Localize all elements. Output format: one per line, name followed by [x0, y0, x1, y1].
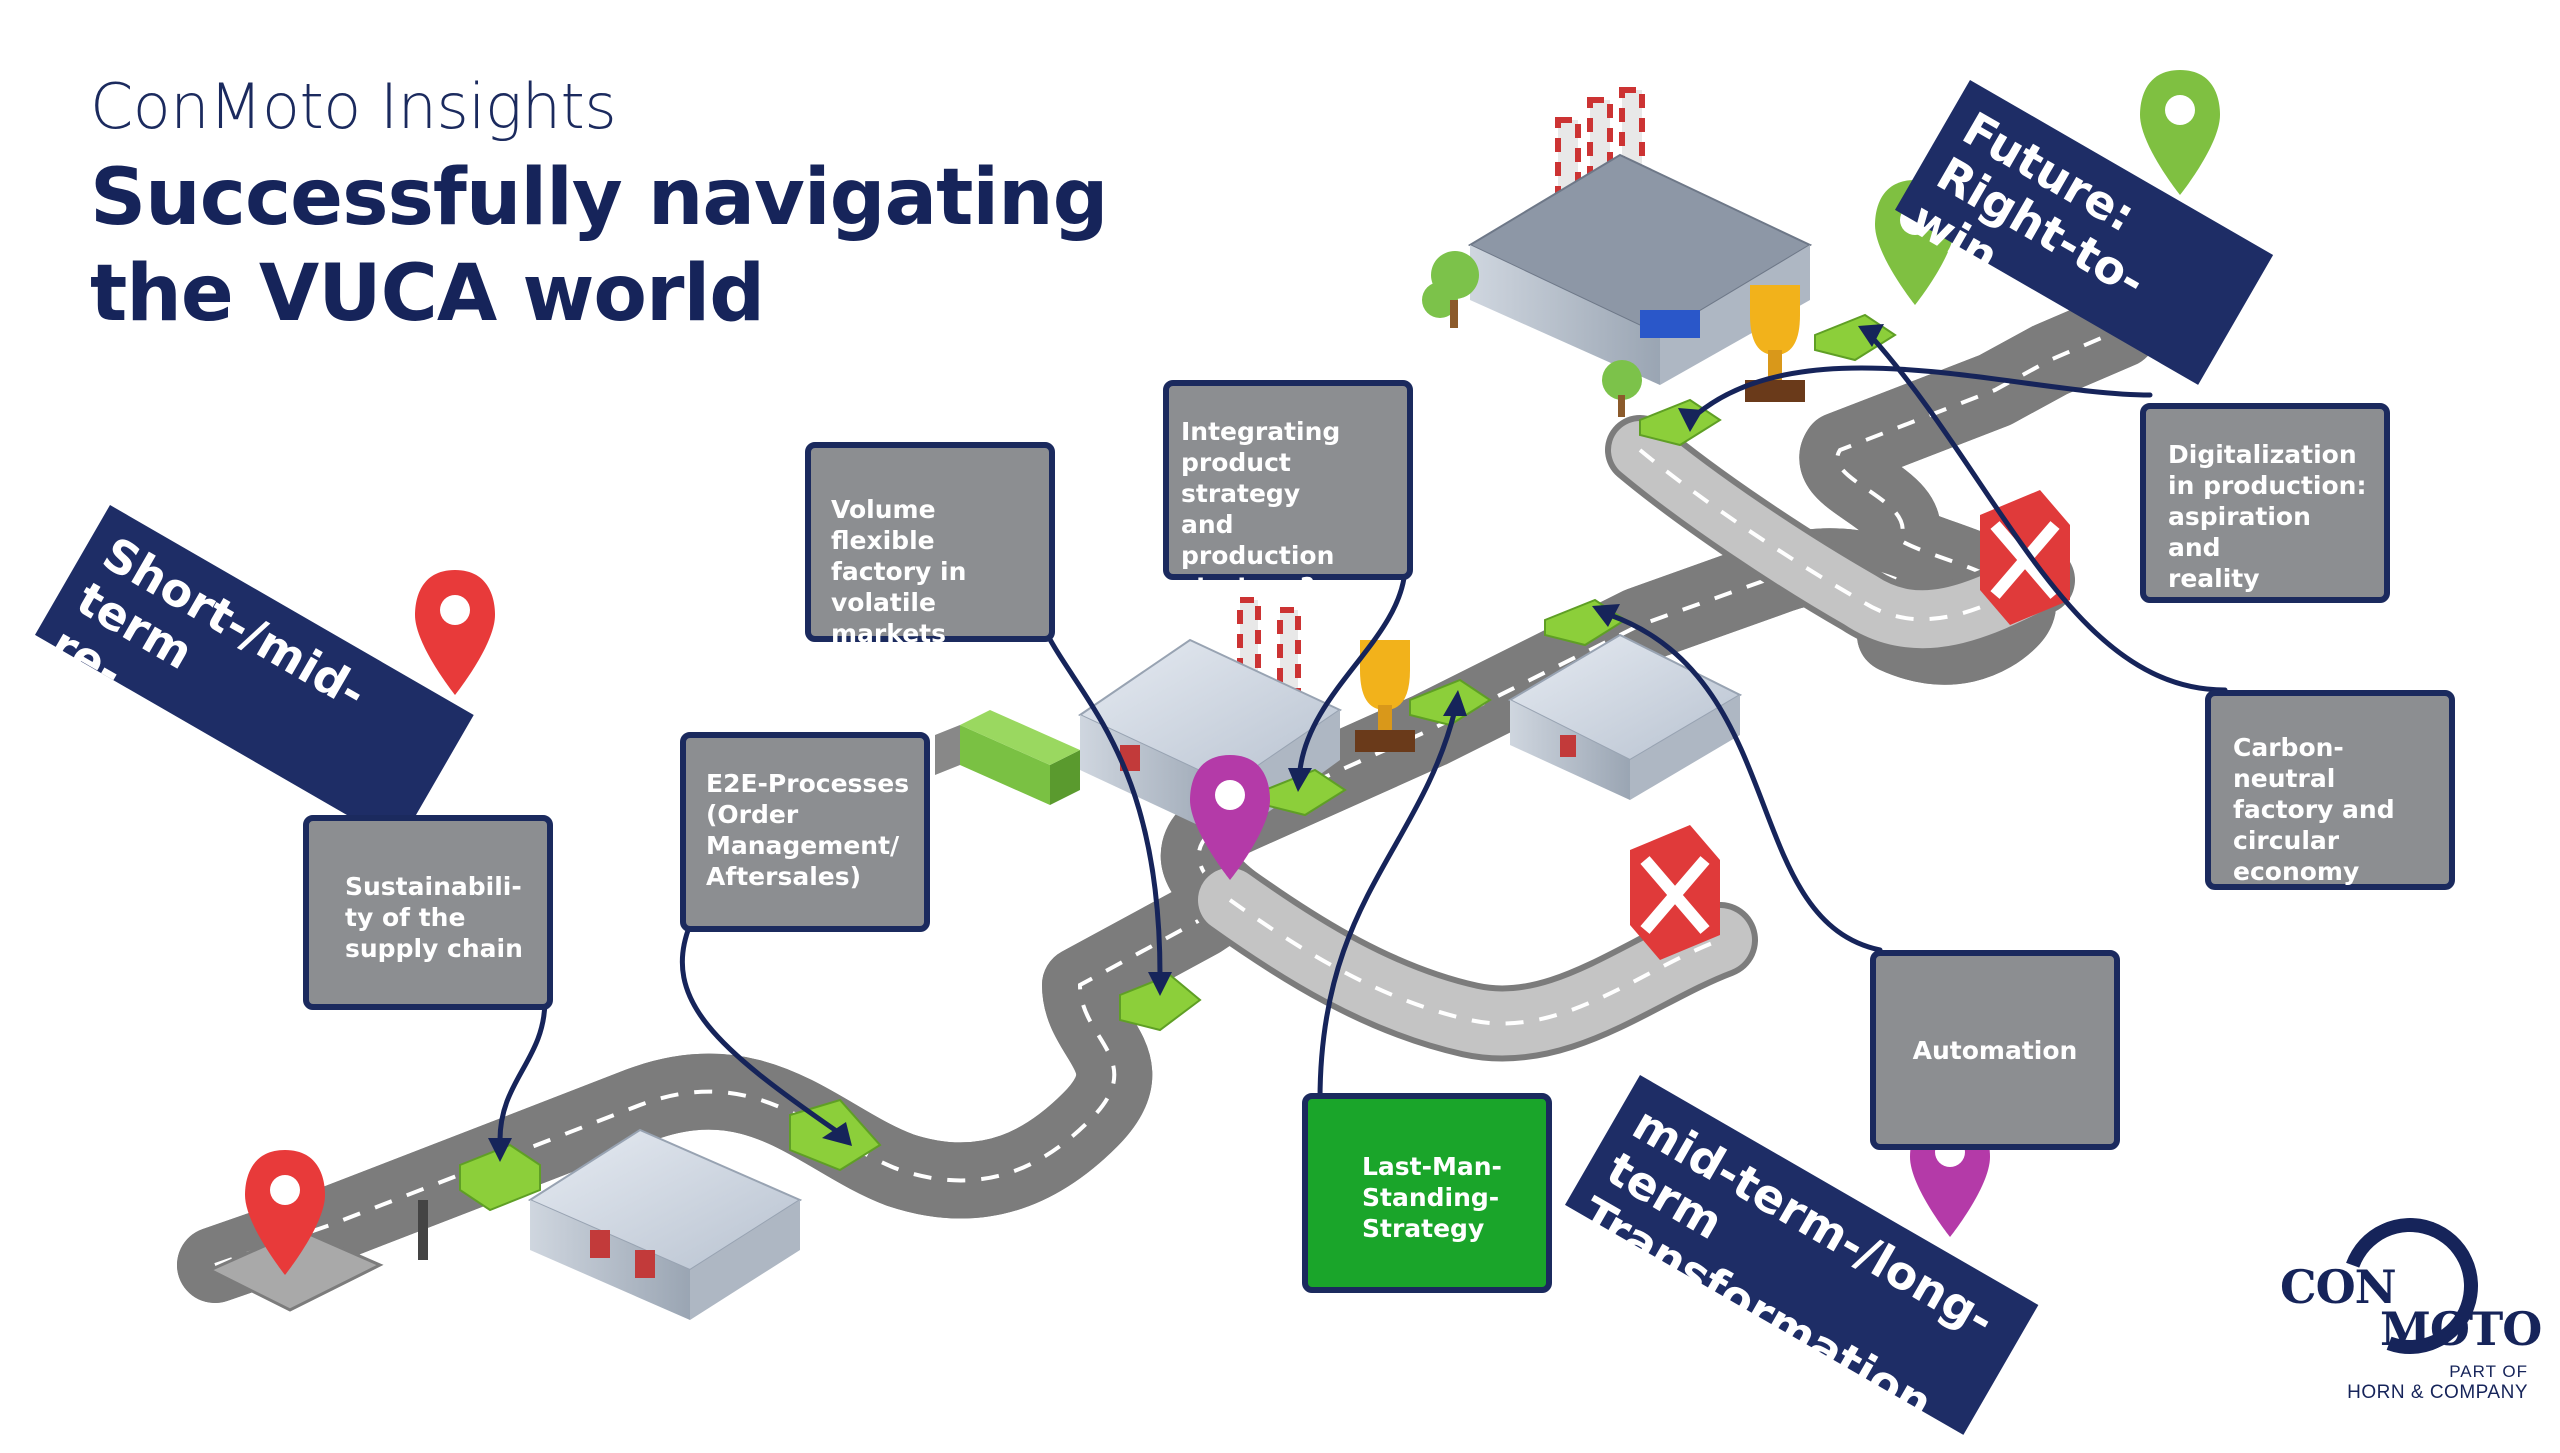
box-line: Sustainabili-	[345, 872, 522, 901]
box-integrating-strategy: Integrating product strategy and product…	[1163, 380, 1413, 601]
box-line: strategy?	[1181, 572, 1315, 601]
box-line: reality	[2168, 564, 2260, 593]
box-last-man-standing: Last-Man- Standing- Strategy	[1302, 1093, 1552, 1293]
logo-part-of: PART OF	[2449, 1362, 2528, 1381]
box-line: Strategy	[1362, 1214, 1485, 1243]
pin-red-start	[245, 1150, 325, 1275]
box-line: product strategy	[1181, 448, 1301, 508]
pin-red-short-term	[415, 570, 495, 695]
trophy-future	[1745, 285, 1805, 402]
logo-company: HORN & COMPANY	[2347, 1382, 2528, 1403]
box-line: in production:	[2168, 471, 2367, 500]
box-sustainability: Sustainabili- ty of the supply chain	[303, 815, 553, 1010]
header-subtitle: ConMoto Insights	[90, 70, 617, 143]
box-line: Integrating	[1181, 417, 1341, 446]
box-line: factory and	[2233, 795, 2395, 824]
box-line: Standing-	[1362, 1183, 1500, 1212]
box-line: Carbon-neutral	[2233, 733, 2344, 793]
box-line: volatile markets	[831, 588, 946, 648]
conmoto-logo: CON MOTO PART OF HORN & COMPANY	[2280, 1195, 2542, 1410]
box-line: Management/	[706, 831, 900, 860]
box-line: and production	[1181, 510, 1335, 570]
box-carbon-neutral: Carbon-neutral factory and circular econ…	[2205, 690, 2455, 890]
truck	[935, 710, 1080, 805]
title-line-1: Successfully navigating	[90, 153, 1108, 243]
box-line: supply chain	[345, 934, 523, 963]
box-volume-flexible: Volume flexible factory in volatile mark…	[805, 442, 1055, 648]
title-line-2: the VUCA world	[90, 249, 765, 339]
box-line: Last-Man-	[1362, 1152, 1502, 1181]
connector-arrowheads	[488, 324, 1884, 1162]
box-line: Digitalization	[2168, 440, 2357, 469]
box-line: ty of the	[345, 903, 466, 932]
header-title: Successfully navigating the VUCA world	[90, 150, 1190, 342]
box-line: factory in	[831, 557, 967, 586]
box-line: Aftersales)	[706, 862, 862, 891]
box-line: Automation	[1912, 1035, 2078, 1065]
box-line: economy	[2233, 857, 2360, 886]
logo-con: CON	[2280, 1260, 2397, 1314]
box-line: aspiration and	[2168, 502, 2311, 562]
box-line: Volume flexible	[831, 495, 936, 555]
connector-arrows	[497, 332, 2228, 1143]
box-digitalization: Digitalization in production: aspiration…	[2140, 403, 2390, 603]
logo-moto: MOTO	[2380, 1302, 2542, 1356]
trees	[1422, 251, 1642, 417]
trophy-middle	[1355, 640, 1415, 752]
box-e2e-processes: E2E-Processes (Order Management/ Aftersa…	[680, 732, 930, 932]
pin-magenta-middle	[1190, 755, 1270, 880]
box-line: (Order	[706, 800, 799, 829]
box-automation: Automation	[1870, 950, 2120, 1150]
box-line: circular	[2233, 826, 2340, 855]
dead-end-x-1	[1630, 825, 1720, 960]
road	[177, 292, 2158, 1303]
pin-green-future	[2140, 70, 2220, 195]
warehouse-right	[1507, 633, 1743, 800]
dead-end-x-2	[1980, 490, 2070, 625]
warehouse-start	[527, 1128, 803, 1320]
factory-future	[1467, 87, 1813, 385]
box-line: E2E-Processes	[706, 769, 910, 798]
